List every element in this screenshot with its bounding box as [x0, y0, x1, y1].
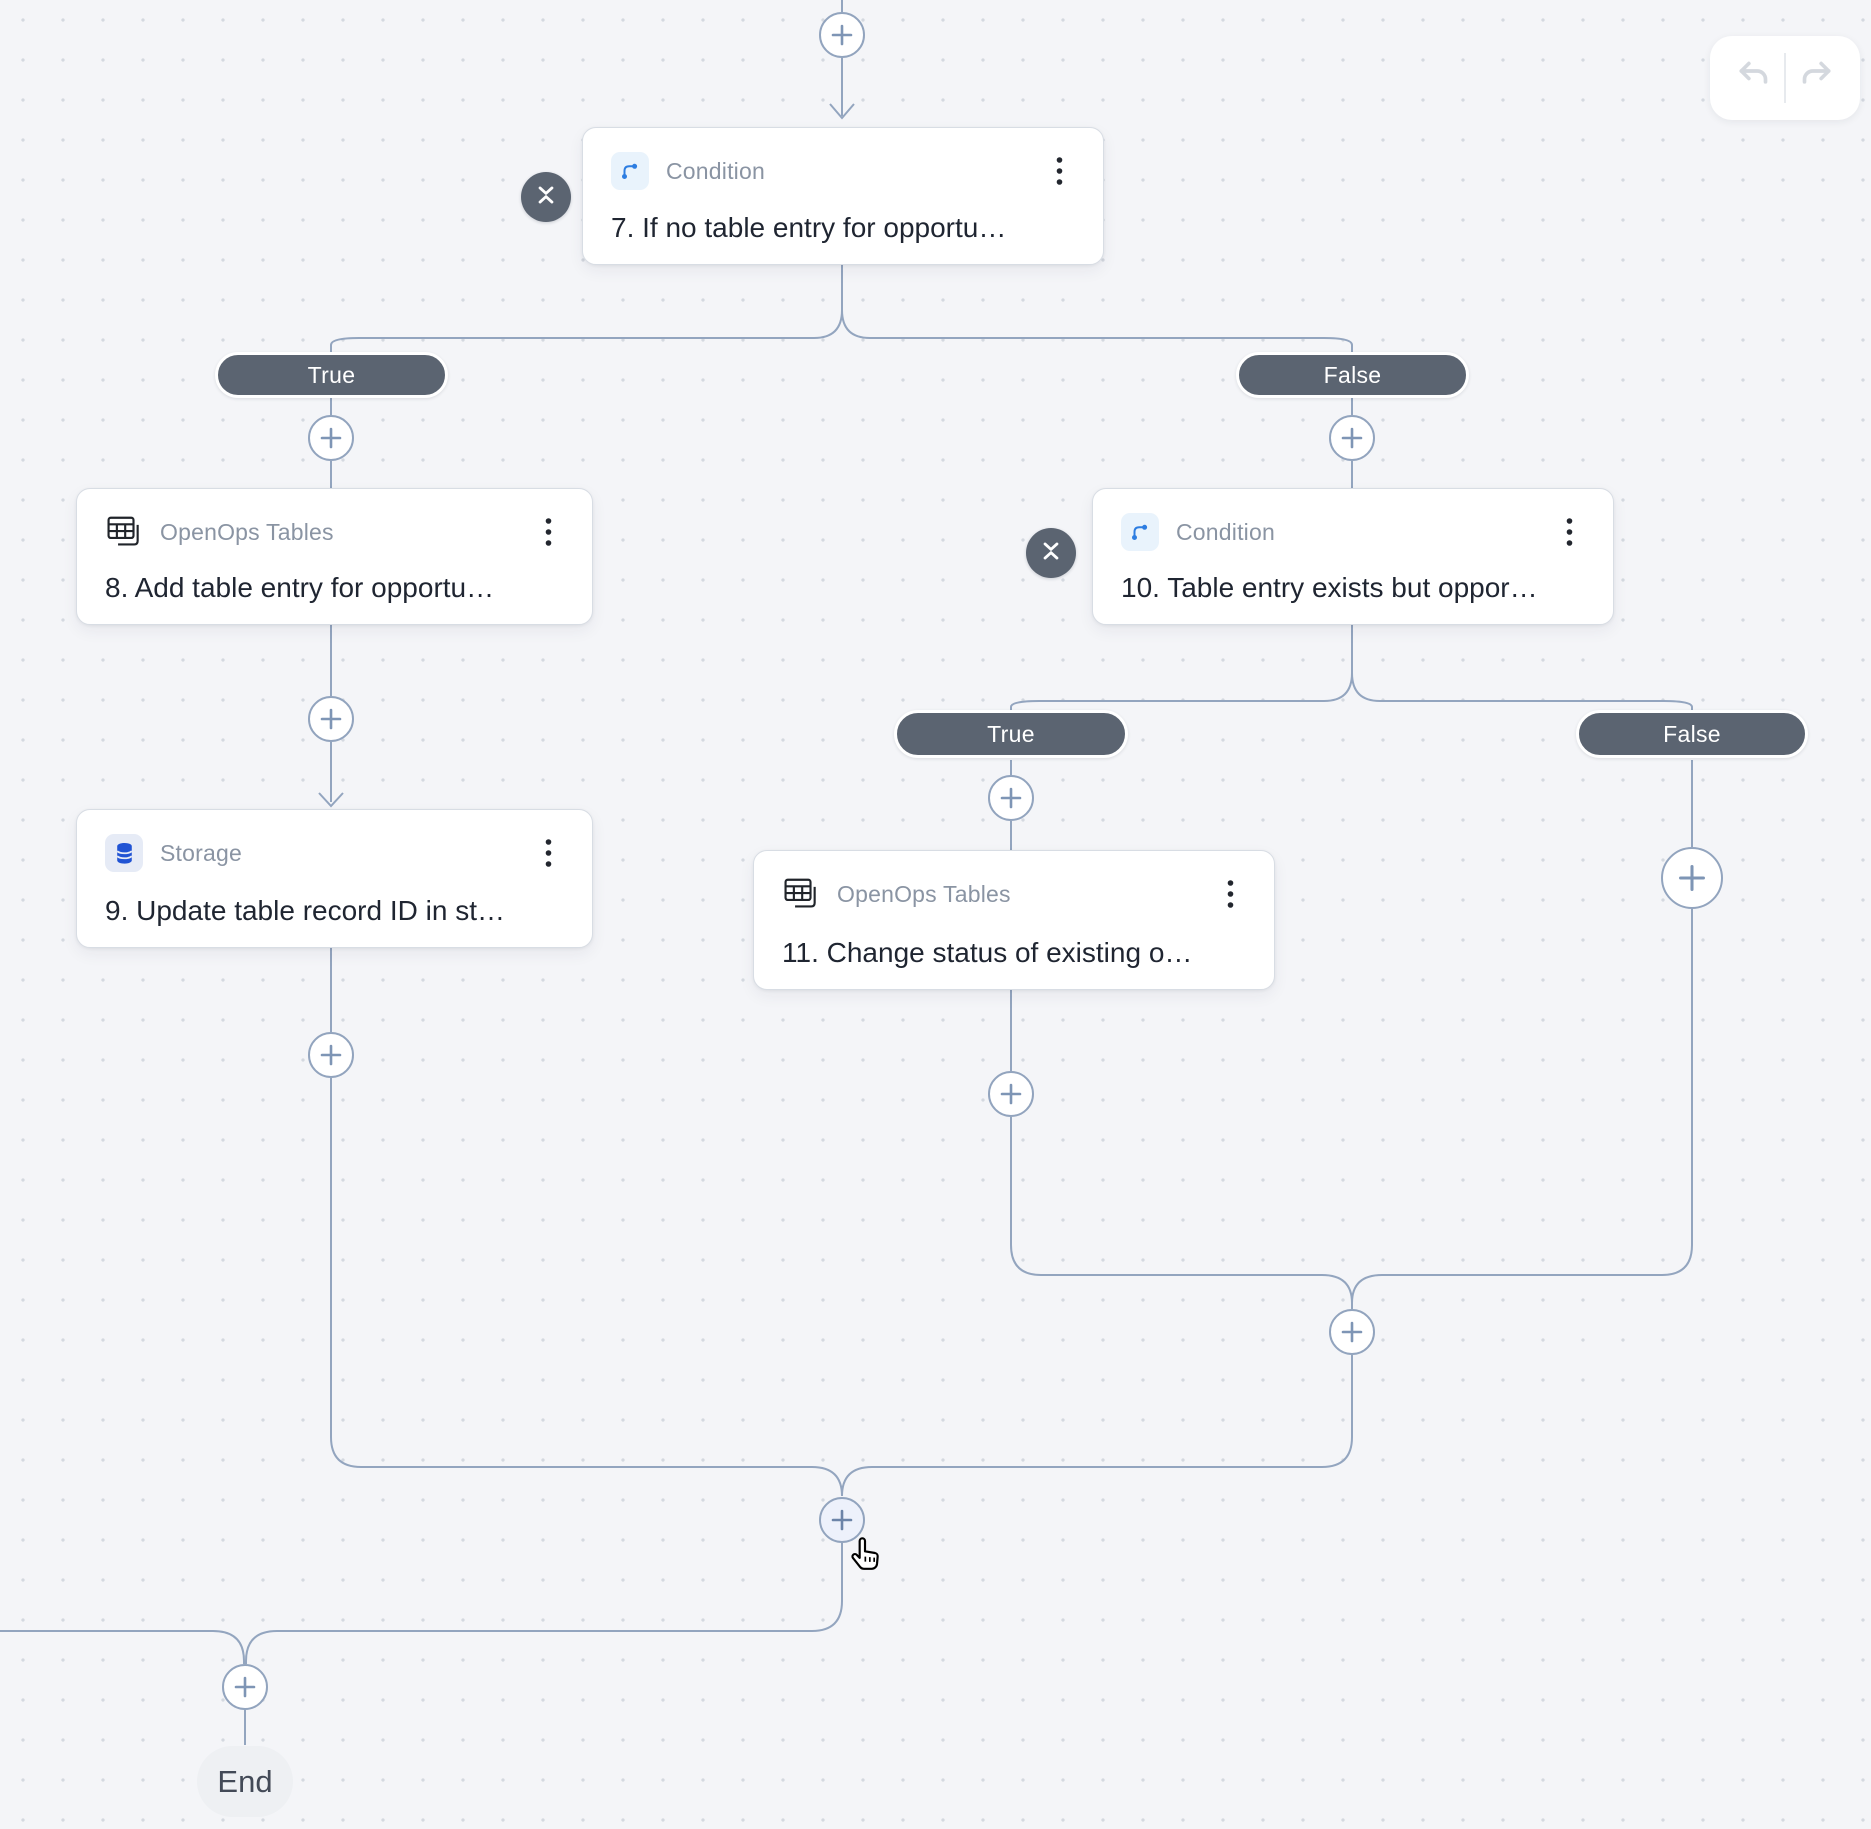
database-icon — [105, 834, 143, 872]
toolbar-divider — [1784, 53, 1786, 103]
branch-icon — [1121, 513, 1159, 551]
step-title: 11. Change status of existing o… — [782, 937, 1193, 968]
step-kind-label: Condition — [1176, 518, 1275, 545]
plus-icon — [831, 1509, 853, 1531]
plus-icon — [320, 1044, 342, 1066]
plus-icon — [1679, 865, 1705, 891]
step-title: 10. Table entry exists but oppor… — [1121, 572, 1538, 603]
step-title: 9. Update table record ID in st… — [105, 895, 505, 926]
edge-split7-right — [841, 262, 1353, 352]
edge-subfalse-merge — [1351, 909, 1693, 1309]
stacked-table-icon — [782, 875, 820, 913]
collapse-branch-button-step7[interactable] — [521, 172, 571, 222]
plus-icon — [1000, 1083, 1022, 1105]
edge-left-branch-merge — [330, 1078, 843, 1497]
plus-icon — [831, 24, 853, 46]
redo-button[interactable] — [1786, 43, 1848, 113]
step-card-11-openops-tables[interactable]: OpenOps Tables 11. Change status of exis… — [753, 850, 1275, 990]
edge-split10-right — [1351, 623, 1693, 710]
add-step-button-subfalse-branch[interactable] — [1661, 847, 1723, 909]
step-title: 8. Add table entry for opportu… — [105, 572, 495, 603]
plus-icon — [234, 1676, 256, 1698]
kebab-menu-icon — [1056, 157, 1062, 185]
plus-icon — [1000, 787, 1022, 809]
plus-icon — [1341, 427, 1363, 449]
branch-icon — [611, 152, 649, 190]
edge-subtrue-merge — [1010, 1117, 1353, 1309]
plus-icon — [1341, 1321, 1363, 1343]
kebab-menu-icon — [545, 839, 551, 867]
step-kind-label: Condition — [666, 157, 765, 184]
step-kind-label: OpenOps Tables — [160, 518, 334, 545]
undo-arrow-icon — [1733, 56, 1773, 101]
history-toolbar — [1710, 36, 1860, 120]
add-step-button-after-step9[interactable] — [308, 1032, 354, 1078]
step-card-10-condition[interactable]: Condition 10. Table entry exists but opp… — [1092, 488, 1614, 625]
step-card-9-storage[interactable]: Storage 9. Update table record ID in st… — [76, 809, 593, 948]
step-card-8-openops-tables[interactable]: OpenOps Tables 8. Add table entry for op… — [76, 488, 593, 625]
plus-icon — [320, 708, 342, 730]
add-step-button-top[interactable] — [819, 12, 865, 58]
step-kind-label: OpenOps Tables — [837, 880, 1011, 907]
redo-arrow-icon — [1797, 56, 1837, 101]
step-menu-button[interactable] — [1218, 877, 1242, 911]
kebab-menu-icon — [1566, 518, 1572, 546]
step-title: 7. If no table entry for opportu… — [611, 212, 1007, 243]
end-node: End — [197, 1746, 293, 1817]
add-step-button-subtrue-branch[interactable] — [988, 775, 1034, 821]
add-step-button-main-merge[interactable] — [819, 1497, 865, 1543]
hand-cursor-icon — [846, 1534, 886, 1579]
step-menu-button[interactable] — [1557, 515, 1581, 549]
edge-split7-left — [330, 262, 843, 352]
branch-label-false: False — [1236, 352, 1469, 398]
step-kind-label: Storage — [160, 839, 242, 866]
branch-label-true: True — [215, 352, 448, 398]
arrowhead-step9 — [318, 792, 344, 808]
edge-submerge-mainmerge — [841, 1355, 1353, 1497]
step-card-7-condition[interactable]: Condition 7. If no table entry for oppor… — [582, 127, 1104, 265]
kebab-menu-icon — [545, 518, 551, 546]
edge-from-left-screen — [0, 1630, 245, 1664]
add-step-button-after-step11[interactable] — [988, 1071, 1034, 1117]
step-menu-button[interactable] — [536, 836, 560, 870]
plus-icon — [320, 427, 342, 449]
branch-label-sub-false: False — [1576, 710, 1808, 758]
step-menu-button[interactable] — [536, 515, 560, 549]
collapse-vertical-icon — [533, 182, 559, 213]
collapse-vertical-icon — [1038, 538, 1064, 569]
edge-mainmerge-down — [245, 1543, 843, 1664]
undo-button[interactable] — [1722, 43, 1784, 113]
branch-label-sub-true: True — [894, 710, 1128, 758]
step-menu-button[interactable] — [1047, 154, 1071, 188]
stacked-table-icon — [105, 513, 143, 551]
edge-split10-left — [1010, 623, 1353, 710]
add-step-button-before-end[interactable] — [222, 1664, 268, 1710]
add-step-button-submerge[interactable] — [1329, 1309, 1375, 1355]
add-step-button-true-branch[interactable] — [308, 415, 354, 461]
add-step-button-false-branch[interactable] — [1329, 415, 1375, 461]
arrowhead-step7 — [829, 103, 855, 120]
add-step-button-after-step8[interactable] — [308, 696, 354, 742]
kebab-menu-icon — [1227, 880, 1233, 908]
collapse-branch-button-step10[interactable] — [1026, 528, 1076, 578]
